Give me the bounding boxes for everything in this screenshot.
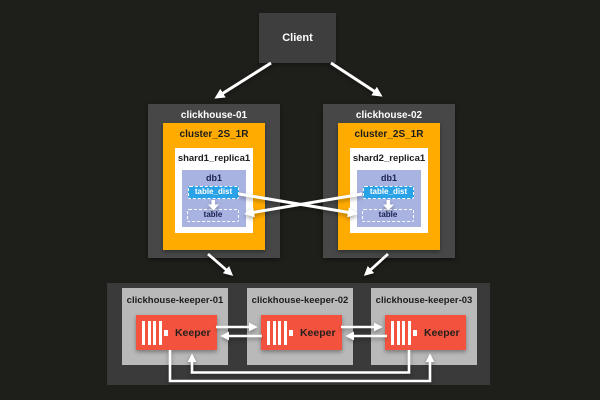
- clickhouse-keeper-02-node: clickhouse-keeper-02 Keeper: [247, 288, 353, 365]
- cluster-box: cluster_2S_1R shard1_replica1 db1 table_…: [163, 123, 265, 250]
- database-label: db1: [380, 173, 397, 183]
- shard-box: shard1_replica1 db1 table_dist table: [175, 148, 253, 233]
- clickhouse-keeper-01-node: clickhouse-keeper-01 Keeper: [122, 288, 228, 365]
- shard-label: shard1_replica1: [177, 153, 251, 164]
- cluster-label: cluster_2S_1R: [179, 129, 249, 140]
- clickhouse-02-node: clickhouse-02 cluster_2S_1R shard2_repli…: [323, 104, 455, 258]
- keeper-title: clickhouse-keeper-02: [251, 295, 349, 306]
- keeper-title: clickhouse-keeper-01: [126, 295, 224, 306]
- keeper-box: Keeper: [136, 315, 217, 350]
- clickhouse-keeper-03-node: clickhouse-keeper-03 Keeper: [371, 288, 477, 365]
- table-dist-box: table_dist: [188, 186, 239, 199]
- database-box: db1 table_dist table: [182, 170, 246, 227]
- keeper-box: Keeper: [385, 315, 466, 350]
- client-label: Client: [282, 32, 313, 44]
- clickhouse-logo-icon: [267, 320, 293, 345]
- database-label: db1: [205, 173, 222, 183]
- shard-box: shard2_replica1 db1 table_dist table: [350, 148, 428, 233]
- keeper-label: Keeper: [299, 326, 336, 339]
- cluster-box: cluster_2S_1R shard2_replica1 db1 table_…: [338, 123, 440, 250]
- keeper-label: Keeper: [423, 326, 460, 339]
- shard-label: shard2_replica1: [352, 153, 426, 164]
- database-box: db1 table_dist table: [357, 170, 421, 227]
- keeper-label: Keeper: [174, 326, 211, 339]
- table-box: table: [362, 209, 414, 222]
- clickhouse-logo-icon: [391, 320, 417, 345]
- clickhouse-logo-icon: [142, 320, 168, 345]
- table-dist-box: table_dist: [363, 186, 414, 199]
- node-title: clickhouse-02: [355, 110, 423, 121]
- clickhouse-01-node: clickhouse-01 cluster_2S_1R shard1_repli…: [148, 104, 280, 258]
- table-box: table: [187, 209, 239, 222]
- keeper-box: Keeper: [261, 315, 342, 350]
- keeper-cluster-container: clickhouse-keeper-01 Keeper clickhouse-k…: [107, 283, 490, 385]
- cluster-label: cluster_2S_1R: [354, 129, 424, 140]
- node-title: clickhouse-01: [180, 110, 248, 121]
- client-box: Client: [259, 13, 336, 63]
- keeper-title: clickhouse-keeper-03: [375, 295, 473, 306]
- arrow-client-to-ch01: [214, 61, 272, 99]
- arrow-client-to-ch02: [330, 61, 383, 97]
